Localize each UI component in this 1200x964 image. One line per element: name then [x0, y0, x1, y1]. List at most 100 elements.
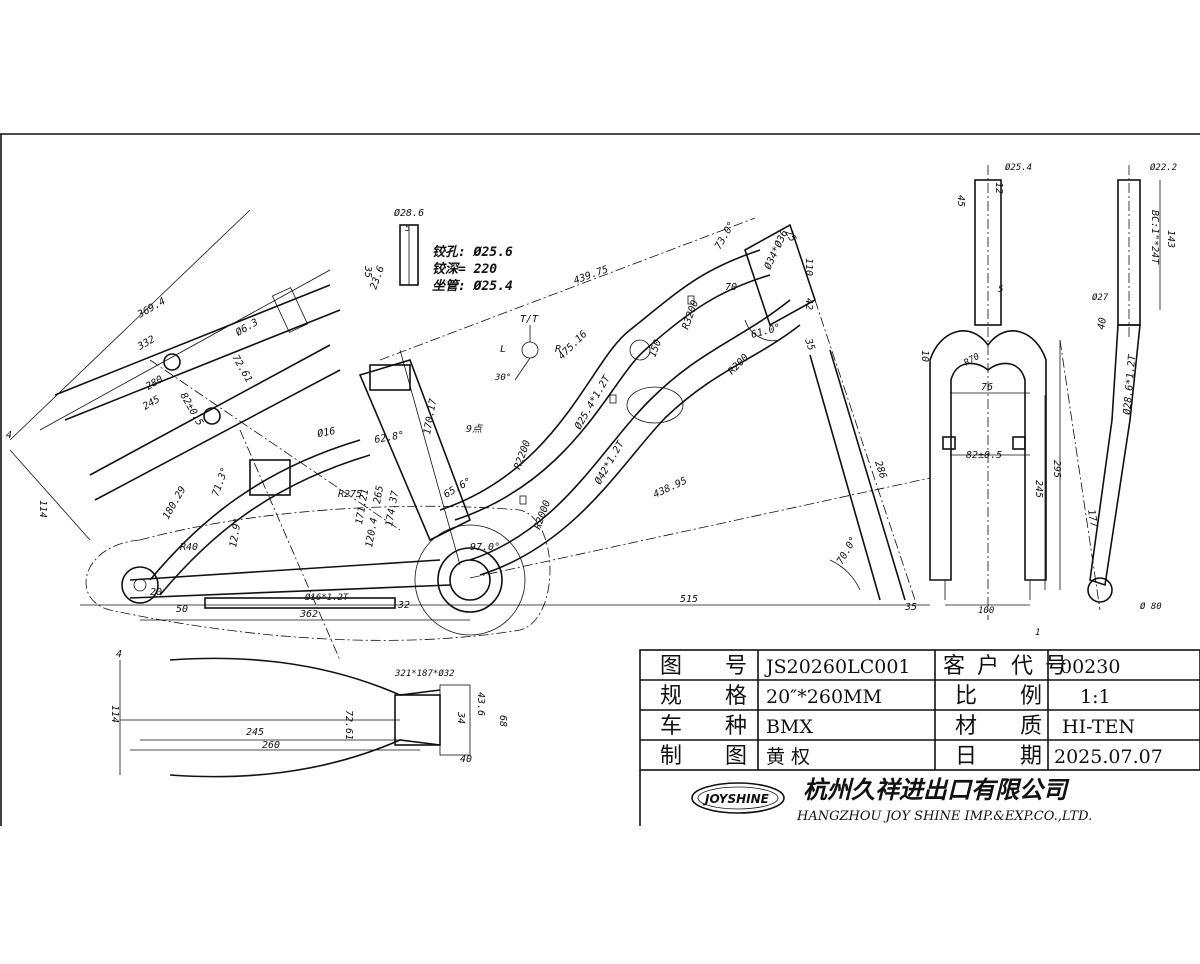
rear-bolt-2	[203, 407, 221, 425]
rear-dim-line-3	[9, 449, 91, 541]
side-dim-80: Ø 80	[1140, 601, 1162, 612]
rear-stay-line-1	[54, 284, 331, 396]
dim-42: 42	[803, 298, 814, 310]
tb-customer-label: 客户代号	[943, 654, 1079, 679]
rear-stay-line-3	[89, 344, 331, 476]
rear-center-line	[149, 359, 401, 531]
dim-265: 265	[372, 485, 386, 505]
tb-material-label: 材 质	[955, 714, 1060, 739]
dim-r3200: R3200	[680, 299, 701, 331]
side-dim-thread: BC:1"*24T	[1149, 210, 1160, 265]
rear-dim-82: 82±0.5	[177, 391, 205, 428]
rear-dim-4: 4	[6, 430, 12, 441]
cs-dim-4: 4	[116, 649, 122, 660]
tt-angle-arc	[744, 319, 781, 342]
fork-dim-76: 76	[981, 382, 993, 393]
tube-spec-dt: Ø25.4*1.2T	[572, 373, 613, 432]
compass-r: R	[555, 344, 561, 355]
brake-axis	[239, 429, 341, 661]
rear-dim-245: 245	[141, 394, 162, 413]
chainring-outline	[414, 524, 526, 636]
tb-spec: 20″*260MM	[766, 686, 882, 708]
dim-475: 475.16	[556, 329, 589, 362]
fork-dim-1: 1	[1035, 628, 1040, 638]
dim-150: 150	[647, 338, 664, 359]
down-ref-line	[469, 477, 931, 579]
logo-ellipse	[691, 782, 785, 814]
fork-dim-245: 245	[1033, 480, 1044, 498]
compass-center	[521, 341, 539, 359]
bb-detail-5: 5	[405, 224, 410, 234]
cs-dim-245: 245	[246, 727, 264, 738]
rear-dim-72: 72.61	[229, 353, 254, 385]
bb-note-seat-tube: 坐管: Ø25.4	[432, 278, 513, 294]
rear-stay-line-4	[94, 369, 341, 501]
company-logo: JOYSHINE	[691, 782, 785, 814]
dim-180: 180.29	[161, 485, 189, 522]
rear-dim-332: 332	[135, 334, 157, 353]
tb-material: HI-TEN	[1062, 716, 1135, 738]
bb-detail: Ø28.6 5 35 23.6 铰孔: Ø25.6 铰深= 220 坐管: Ø2…	[362, 207, 513, 294]
side-dim-177: 177	[1085, 509, 1099, 529]
seat-clamp	[369, 364, 411, 391]
tb-spec-label: 规 格	[660, 684, 765, 709]
cable-guide-2	[609, 394, 617, 404]
rear-dim-114: 114	[37, 500, 48, 518]
compass-l: L	[500, 344, 506, 355]
side-rake-line	[1059, 339, 1101, 611]
dim-r40: R40	[180, 542, 198, 553]
fork-leg-ref-b	[829, 349, 906, 601]
tb-date-label: 日 期	[955, 744, 1060, 769]
head-angle-arc	[829, 559, 861, 591]
tb-scale: 1:1	[1080, 686, 1111, 708]
fork-dim-12: 12	[993, 182, 1004, 194]
cs-dim-114: 114	[109, 705, 120, 723]
dim-9pt: 9点	[466, 423, 483, 435]
angle-12: 12.9°	[228, 517, 244, 549]
tb-date: 2025.07.07	[1054, 746, 1163, 768]
tb-drafter: 黄 权	[766, 746, 810, 768]
rear-dim-line-2	[39, 269, 331, 431]
fork-leg-ref-a	[809, 354, 881, 601]
tb-scale-label: 比 例	[955, 684, 1060, 709]
fork-front-view: Ø25.4 12 45 5 10 76 R70 82±0.5 245 295 1…	[919, 162, 1062, 638]
fork-side-view: Ø22.2 Ø27 143 BC:1"*24T 40 Ø 80 177 Ø28.…	[1059, 162, 1177, 612]
company-name-cn: 杭州久祥进出口有限公司	[803, 775, 1070, 804]
angle-73: 73.0°	[713, 220, 738, 252]
cs-dim-260: 260	[262, 740, 280, 751]
angle-71: 71.3°	[210, 466, 231, 498]
cs-dim-43: 43.6	[475, 692, 486, 716]
side-dim-tube: Ø28.6*1.2T	[1121, 353, 1138, 415]
rear-dim-line-1	[9, 209, 251, 441]
fork-dim-100: 100	[978, 606, 994, 616]
dim-25: 25	[782, 228, 798, 244]
dim-362: 362	[299, 609, 318, 620]
gusset-hole	[629, 339, 651, 361]
bb-note-ream-depth: 铰深= 220	[432, 261, 497, 277]
fork-dim-82: 82±0.5	[966, 450, 1002, 461]
cs-dim-72: 72.61	[343, 710, 354, 740]
dim-20: 20	[150, 587, 162, 598]
chain-stay-brace	[204, 597, 396, 609]
down-tube-upper	[469, 299, 791, 561]
dim-d16: Ø16	[316, 425, 336, 440]
dim-438: 438.95	[652, 475, 689, 500]
cs-bb-block	[394, 694, 441, 746]
logo-ellipse-inner	[697, 786, 779, 810]
cable-guide-1	[687, 295, 695, 305]
side-dim-27: Ø27	[1092, 292, 1109, 303]
tb-type: BMX	[766, 716, 813, 738]
fork-dim-295: 295	[1051, 460, 1062, 478]
fork-blades	[929, 330, 1047, 581]
top-tube-upper	[439, 249, 761, 511]
rear-bridge	[271, 287, 309, 333]
angle-70: 70.0°	[835, 535, 860, 567]
tb-drawing-no-label: 图 号	[660, 654, 765, 679]
fork-dim-45: 45	[955, 195, 966, 207]
chain-loop	[85, 505, 551, 641]
side-dim-222: Ø22.2	[1150, 162, 1177, 173]
fork-dim-r70: R70	[963, 352, 982, 369]
dim-32: 32	[397, 600, 410, 611]
